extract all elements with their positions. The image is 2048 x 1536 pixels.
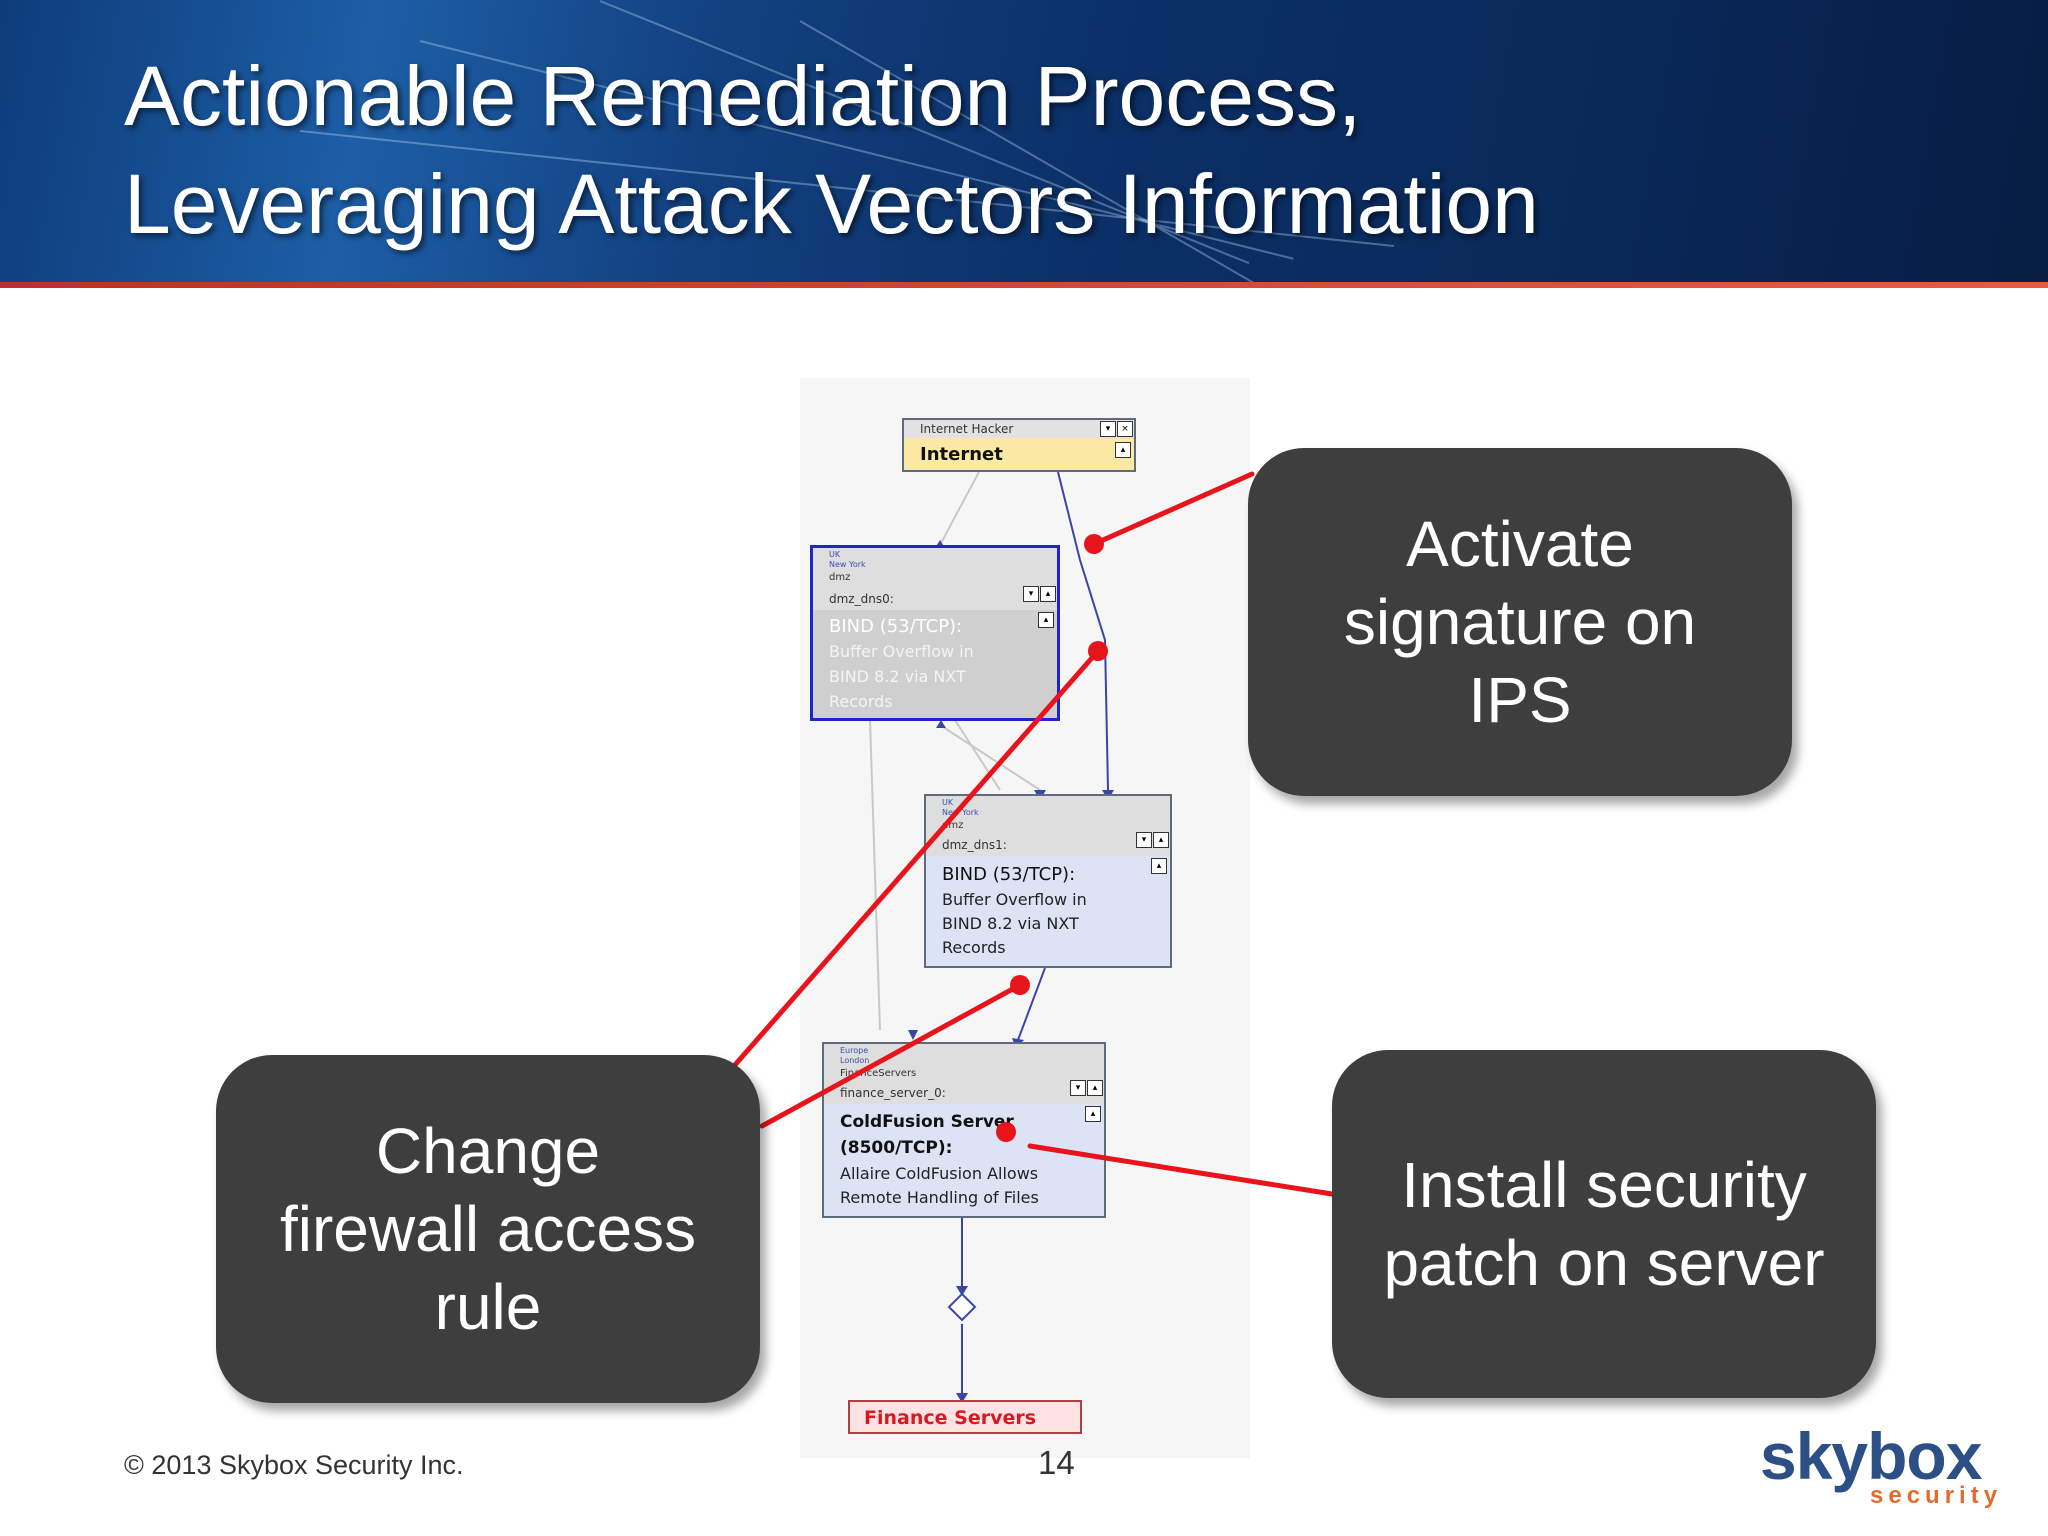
expand-icon[interactable]: ▴ (1087, 1080, 1103, 1096)
edge-dns0-dns1-b (954, 719, 1001, 791)
internet-node-header (904, 420, 1134, 438)
copyright: © 2013 Skybox Security Inc. (124, 1450, 464, 1480)
dns1-zone: dmz (942, 820, 964, 831)
finance-city: London (840, 1056, 870, 1065)
collapse-icon[interactable]: ▾ (1070, 1080, 1086, 1096)
dns1-desc-3: Records (942, 938, 1006, 957)
connector-firewall-a (731, 648, 1101, 1069)
skybox-logo: skybox security (1760, 1418, 2010, 1518)
callout-patch-line-1: Install security (1401, 1149, 1807, 1221)
dns1-host: dmz_dns1: (942, 838, 1007, 852)
slide-title: Actionable Remediation Process, Leveragi… (124, 42, 1924, 258)
expand-icon[interactable]: ▴ (1040, 586, 1056, 602)
scroll-up-icon[interactable]: ▴ (1085, 1106, 1101, 1122)
finance-node-header (824, 1044, 1104, 1104)
edge-internet-dns0 (939, 469, 981, 546)
dns0-city: New York (829, 560, 866, 569)
callout-firewall-line-1: Change (375, 1115, 601, 1187)
dns0-service: BIND (53/TCP): (829, 616, 963, 637)
dns1-region: UK (942, 798, 954, 807)
connector-ips (1091, 471, 1255, 547)
dns0-desc-2: BIND 8.2 via NXT (829, 667, 966, 686)
edge-dns0-dns1 (939, 724, 1041, 791)
connector-patch (1027, 1143, 1335, 1197)
page-number: 14 (1038, 1444, 1075, 1481)
finance-server-node[interactable]: Europe London FinanceServers finance_ser… (822, 1042, 1106, 1218)
dns0-host: dmz_dns0: (829, 592, 894, 606)
dns1-node-header (926, 796, 1170, 856)
collapse-icon[interactable]: ▾ (1136, 832, 1152, 848)
finance-desc-1: Allaire ColdFusion Allows (840, 1164, 1039, 1183)
arrow-head (908, 1030, 918, 1040)
internet-node[interactable]: Internet Hacker ▾ × ▴ Internet (902, 418, 1136, 472)
callout-patch-line-2: patch on server (1383, 1227, 1825, 1299)
connector-dot (1084, 534, 1104, 554)
internet-node-label: Internet (920, 444, 1003, 465)
scroll-up-icon[interactable]: ▴ (1038, 612, 1054, 628)
decision-diamond (947, 1292, 977, 1322)
finance-region: Europe (840, 1046, 869, 1055)
internet-node-header-label: Internet Hacker (920, 422, 1014, 436)
edge-internet-dns1 (1057, 471, 1109, 791)
dns1-service: BIND (53/TCP): (942, 864, 1076, 885)
dns0-desc-1: Buffer Overflow in (829, 642, 974, 661)
dns1-city: New York (942, 808, 979, 817)
finance-service-2: (8500/TCP): (840, 1138, 953, 1158)
close-icon[interactable]: × (1117, 421, 1133, 437)
expand-icon[interactable]: ▴ (1115, 442, 1131, 458)
finance-service-1: ColdFusion Server (840, 1112, 1014, 1132)
finance-zone: FinanceServers (840, 1068, 917, 1079)
dns0-node-header (813, 548, 1057, 610)
logo-word: skybox (1760, 1419, 1982, 1493)
expand-icon[interactable]: ▴ (1153, 832, 1169, 848)
title-line-2: Leveraging Attack Vectors Information (124, 157, 1539, 251)
connector-dot (1088, 641, 1108, 661)
collapse-icon[interactable]: ▾ (1100, 421, 1116, 437)
callout-change-firewall: Change firewall access rule (216, 1055, 760, 1403)
dns1-desc-2: BIND 8.2 via NXT (942, 914, 1079, 933)
banner-underline (0, 282, 2048, 288)
arrow-head (956, 1393, 968, 1403)
finance-desc-2: Remote Handling of Files (840, 1188, 1039, 1207)
dns0-desc-3: Records (829, 692, 893, 711)
logo-sub: security (1870, 1482, 2003, 1509)
arrow-head (956, 1286, 968, 1296)
dns1-node[interactable]: UK New York dmz dmz_dns1: ▾ ▴ ▴ BIND (53… (924, 794, 1172, 968)
scroll-up-icon[interactable]: ▴ (1151, 858, 1167, 874)
callout-install-patch: Install security patch on server (1332, 1050, 1876, 1398)
callout-firewall-line-2: firewall access (279, 1193, 697, 1265)
finance-host: finance_server_0: (840, 1086, 946, 1100)
collapse-icon[interactable]: ▾ (1023, 586, 1039, 602)
connector-firewall-b (759, 982, 1023, 1129)
callout-ips-line-1: Activate (1406, 508, 1634, 580)
dns1-desc-1: Buffer Overflow in (942, 890, 1087, 909)
edge-dns1-finance (1017, 967, 1046, 1041)
connector-dot (996, 1122, 1016, 1142)
edge-dns0-finance (869, 719, 881, 1031)
arrow-head (936, 720, 946, 728)
callout-ips-line-3: IPS (1468, 664, 1572, 736)
callout-activate-ips: Activate signature on IPS (1248, 448, 1792, 796)
callout-ips-line-2: signature on (1343, 586, 1697, 658)
dns0-zone: dmz (829, 572, 851, 583)
header-banner: Actionable Remediation Process, Leveragi… (0, 0, 2048, 288)
dns0-node[interactable]: UK New York dmz dmz_dns0: ▾ ▴ ▴ BIND (53… (810, 545, 1060, 721)
target-label: Finance Servers (864, 1407, 1037, 1429)
title-line-1: Actionable Remediation Process, (124, 49, 1362, 143)
connector-dot (1010, 975, 1030, 995)
dns0-region: UK (829, 550, 841, 559)
finance-servers-target[interactable]: Finance Servers (848, 1400, 1082, 1434)
callout-firewall-line-3: rule (434, 1271, 542, 1343)
